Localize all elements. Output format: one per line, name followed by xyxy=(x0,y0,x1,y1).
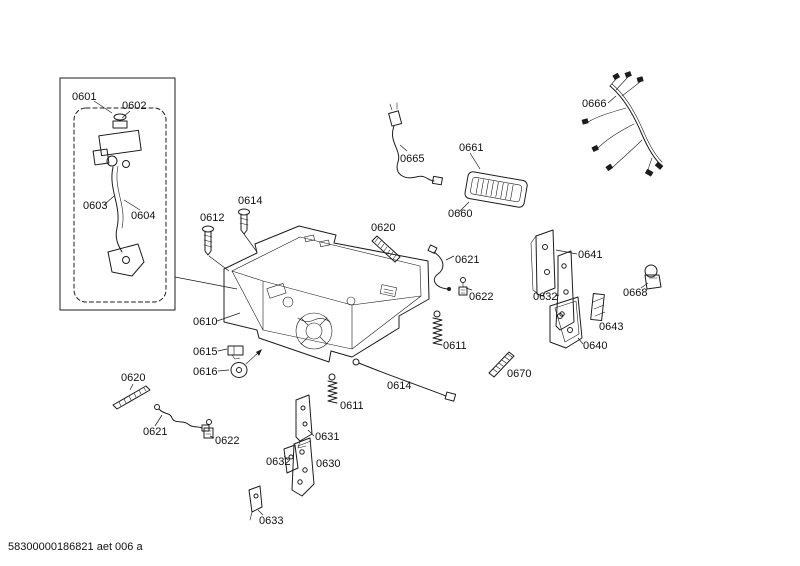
callout-0620-top: 0620 xyxy=(371,222,395,234)
part-0616-membrane xyxy=(217,349,262,378)
callout-0633: 0633 xyxy=(259,515,283,527)
callout-0641: 0641 xyxy=(578,249,602,261)
part-0631-bracket xyxy=(295,394,315,449)
callout-0665: 0665 xyxy=(400,153,424,165)
callout-0621-left: 0621 xyxy=(143,426,167,438)
part-0643-damper xyxy=(590,293,606,322)
part-0668-sensor xyxy=(640,264,662,290)
part-0620-cover-strip-left xyxy=(112,383,151,410)
part-0614-sensor-cable xyxy=(352,358,457,402)
part-0641-bracket xyxy=(530,229,578,297)
callout-0621-right: 0621 xyxy=(455,254,479,266)
callout-0632-right: 0632 xyxy=(533,291,557,303)
part-0622-clip-left xyxy=(203,419,215,439)
part-0615-clip xyxy=(217,345,244,360)
callout-0604: 0604 xyxy=(131,210,155,222)
part-0610-base-assembly xyxy=(216,225,430,363)
callout-0670: 0670 xyxy=(507,368,531,380)
callout-0614-top: 0614 xyxy=(238,195,262,207)
callout-0614-bottom: 0614 xyxy=(387,380,411,392)
callout-0620-left: 0620 xyxy=(121,372,145,384)
document-id: 58300000186821 aet 006 a xyxy=(8,541,143,553)
callout-0602: 0602 xyxy=(122,100,146,112)
callout-0611-right: 0611 xyxy=(443,340,467,352)
callout-0631: 0631 xyxy=(315,431,339,443)
part-0660-condensation-panel xyxy=(458,152,528,213)
part-0670-cover-strip xyxy=(488,351,515,378)
part-0611-spring-right xyxy=(432,310,443,346)
part-0622-clip-right xyxy=(458,277,473,296)
callout-0632-bottom: 0632 xyxy=(266,456,290,468)
part-0614-screw xyxy=(238,208,258,253)
callout-0601: 0601 xyxy=(72,91,96,103)
callout-0643: 0643 xyxy=(599,321,623,333)
callout-0666: 0666 xyxy=(582,98,606,110)
part-0630-bracket xyxy=(291,437,315,497)
callout-0668: 0668 xyxy=(623,287,647,299)
callout-0660: 0660 xyxy=(448,208,472,220)
part-0666-cable-harness xyxy=(581,71,664,177)
callout-0622-right: 0622 xyxy=(469,291,493,303)
callout-0630: 0630 xyxy=(316,458,340,470)
part-0611-spring-bottom xyxy=(327,373,338,404)
callout-0603: 0603 xyxy=(83,200,107,212)
part-0621-cable-left xyxy=(154,404,210,432)
callout-0612: 0612 xyxy=(200,212,224,224)
part-0633-bracket xyxy=(248,485,264,521)
part-0612-screw xyxy=(202,225,230,272)
callout-0610: 0610 xyxy=(193,316,217,328)
callout-0640: 0640 xyxy=(583,340,607,352)
part-0601-inlet-valve-assembly xyxy=(59,77,238,311)
callout-0611-bottom: 0611 xyxy=(340,400,364,412)
part-0621-cable-right xyxy=(427,244,455,291)
part-0665-power-cord xyxy=(388,102,443,186)
part-0620-cover-strip-top xyxy=(371,235,401,263)
callout-0622-left: 0622 xyxy=(215,435,239,447)
part-0640-bracket xyxy=(549,296,584,349)
callout-0616: 0616 xyxy=(193,366,217,378)
callout-0615: 0615 xyxy=(193,346,217,358)
callout-0661: 0661 xyxy=(459,142,483,154)
